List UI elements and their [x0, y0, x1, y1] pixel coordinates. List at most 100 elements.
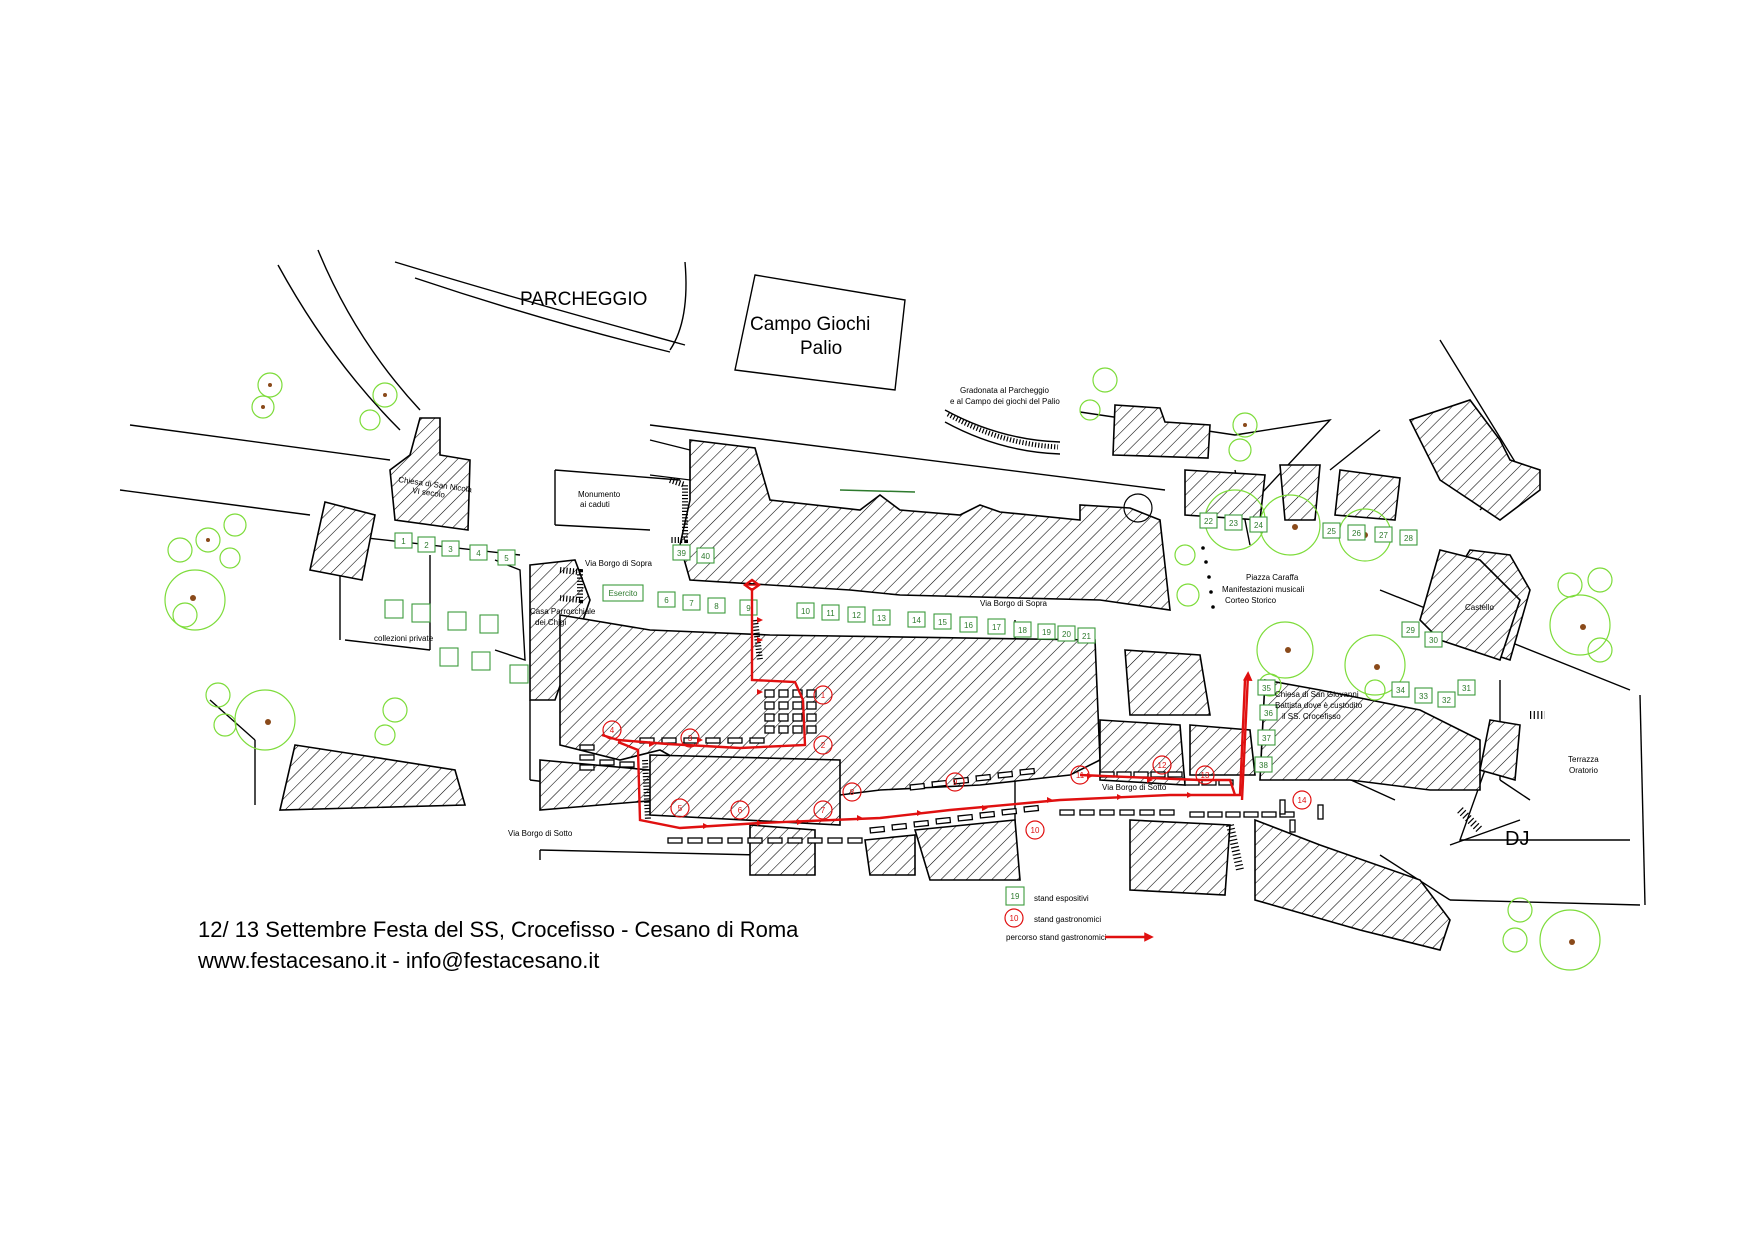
bench [1019, 767, 1036, 776]
bench [661, 737, 677, 744]
stand-espositivo-23: 23 [1224, 514, 1243, 531]
stand-number: 23 [1229, 519, 1238, 528]
stand-number: 15 [938, 618, 947, 627]
gastro-circle [730, 800, 750, 820]
bench [997, 770, 1014, 779]
bench [891, 822, 908, 831]
stand-gastronomico-1: 1 [813, 685, 833, 705]
stand-box [1457, 679, 1476, 696]
legend-stand-number: 19 [1011, 892, 1020, 901]
stand-11-circle [1123, 493, 1153, 523]
building-north-east-2 [1184, 469, 1266, 521]
gastro-number: 10 [1031, 826, 1040, 835]
stand-espositivo-4: 4 [469, 544, 488, 561]
bench [1243, 811, 1259, 818]
stand-box [1437, 691, 1456, 708]
stand-number: 33 [1419, 692, 1428, 701]
bench [579, 744, 595, 751]
route-arrow-mark [982, 805, 988, 811]
terrazza-label-2: Oratorio [1569, 766, 1598, 775]
stand-box [672, 544, 691, 561]
monumento-label-1: Monumento [578, 490, 621, 499]
casa-parrocchiale-label-1: Casa Parrocchiale [530, 607, 596, 616]
bench [705, 737, 721, 744]
bench [1150, 771, 1166, 778]
route-arrow-mark [757, 689, 763, 695]
building-north-east-1 [1112, 404, 1211, 459]
gastro-number: 11 [1076, 771, 1085, 780]
stand-box [1259, 704, 1278, 721]
stand-espositivo-29: 29 [1401, 621, 1420, 638]
bench [787, 837, 803, 844]
route-arrow-mark [857, 815, 863, 821]
gastronomic-route [601, 578, 1253, 830]
stand-box [1077, 627, 1096, 644]
bench [847, 837, 863, 844]
stand-number: 35 [1262, 684, 1271, 693]
legend-stand-espositivi: stand espositivi [1034, 894, 1089, 903]
gastro-number: 5 [678, 804, 683, 813]
campo-giochi-box: Campo Giochi Palio [734, 274, 906, 391]
stand-espositivo-12: 12 [847, 606, 866, 623]
gastro-circle [813, 800, 833, 820]
bench [778, 713, 789, 722]
bench [909, 782, 926, 791]
building-north-east-3 [1279, 464, 1321, 521]
building-south-3 [749, 824, 816, 876]
stand-box [1347, 524, 1366, 541]
bench [778, 689, 789, 698]
stand-box [394, 532, 413, 549]
stand-box [1199, 512, 1218, 529]
stand-number: 37 [1262, 734, 1271, 743]
stand-espositivo-19: 19 [1037, 623, 1056, 640]
collezioni-label: collezioni private [374, 634, 434, 643]
stand-box [1254, 756, 1273, 773]
tree [205, 682, 296, 751]
stand-number: 29 [1406, 626, 1415, 635]
bench [953, 776, 970, 785]
stand-box [1414, 687, 1433, 704]
bench [1279, 799, 1286, 815]
stand-number: 40 [701, 552, 710, 561]
bench [807, 837, 823, 844]
stand-espositivo-7: 7 [682, 594, 701, 611]
stand-espositivo-37: 37 [1257, 729, 1276, 746]
building-south-4 [864, 834, 916, 876]
stand-box [796, 602, 815, 619]
stand-espositivo-10: 10 [796, 602, 815, 619]
building-block-4 [1189, 724, 1256, 776]
chiesa-san-giovanni-label-2: Battista dove è custodito [1275, 701, 1363, 710]
bench [764, 701, 775, 710]
bench [1317, 804, 1324, 820]
stand-gastronomico-4: 4 [602, 720, 622, 740]
stand-espositivo-32: 32 [1437, 691, 1456, 708]
tree [359, 382, 398, 431]
stand-number: 22 [1204, 517, 1213, 526]
building-south-5 [913, 819, 1021, 881]
stand-box [1322, 522, 1341, 539]
stand-box [1374, 526, 1393, 543]
building-san-giovanni [1259, 679, 1481, 791]
gastro-number: 3 [688, 734, 693, 743]
bench [806, 701, 817, 710]
stand-espositivo-35: 35 [1257, 679, 1276, 696]
stand-espositivo-20: 20 [1057, 625, 1076, 642]
bench [747, 837, 763, 844]
bench [913, 819, 930, 828]
stand-espositivo-13: 13 [872, 609, 891, 626]
building-north-east-4 [1334, 469, 1401, 521]
bench [1289, 819, 1296, 833]
stand-number: 31 [1462, 684, 1471, 693]
stand-espositivo-3: 3 [441, 540, 460, 557]
stand-number: 14 [912, 616, 921, 625]
bench [599, 759, 615, 766]
stand-box [907, 611, 926, 628]
campo-giochi-label-2: Palio [800, 338, 842, 359]
stand-espositivo-15: 15 [933, 613, 952, 630]
building-oratorio-left [1479, 719, 1521, 782]
bench [979, 810, 996, 819]
stand-number: 16 [964, 621, 973, 630]
stand-gastronomico-12: 12 [1152, 755, 1172, 775]
monumento-label-2: ai caduti [580, 500, 610, 509]
bench [792, 701, 803, 710]
